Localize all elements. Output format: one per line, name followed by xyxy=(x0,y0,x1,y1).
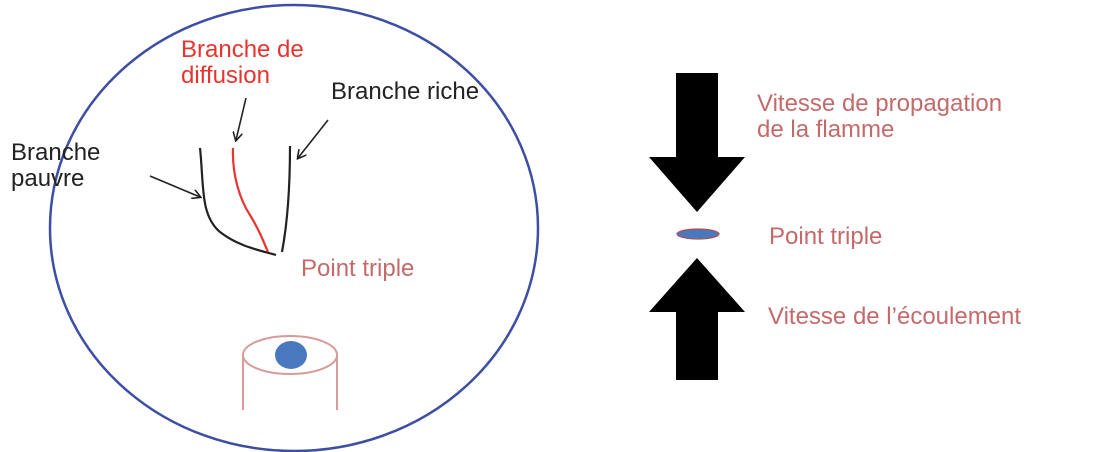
label-branche-diffusion: Branche de diffusion xyxy=(181,37,304,89)
burner-tube-rim xyxy=(242,335,338,375)
arrow-to-branche-diffusion xyxy=(236,97,247,140)
label-point-triple-left: Point triple xyxy=(301,255,415,282)
label-branche-diffusion-line2: diffusion xyxy=(181,62,270,89)
arrow-up-ecoulement xyxy=(649,258,745,380)
label-vitesse-ecoulement: Vitesse de l’écoulement xyxy=(768,303,1022,330)
arrow-to-branche-riche xyxy=(298,119,329,158)
branche-diffusion-curve xyxy=(231,147,270,253)
label-branche-pauvre-line1: Branche xyxy=(11,139,101,166)
arrow-to-branche-pauvre xyxy=(149,175,200,197)
branche-pauvre-curve xyxy=(198,147,277,257)
label-branche-diffusion-line1: Branche de xyxy=(181,36,304,63)
label-branche-pauvre: Branche pauvre xyxy=(11,140,100,192)
label-branche-riche: Branche riche xyxy=(331,78,480,105)
arrow-down-propagation xyxy=(649,73,745,212)
label-vitesse-propagation-line2: de la flamme xyxy=(757,116,895,143)
burner-dot xyxy=(275,341,307,369)
flame-domain-circle xyxy=(48,3,540,452)
label-point-triple-right: Point triple xyxy=(769,223,883,250)
label-branche-pauvre-line2: pauvre xyxy=(11,165,85,192)
branche-riche-curve xyxy=(280,145,292,253)
label-vitesse-propagation: Vitesse de propagation de la flamme xyxy=(757,91,1002,143)
burner-tube xyxy=(242,355,338,410)
label-vitesse-propagation-line1: Vitesse de propagation xyxy=(757,90,1003,117)
point-triple-marker xyxy=(676,228,720,240)
